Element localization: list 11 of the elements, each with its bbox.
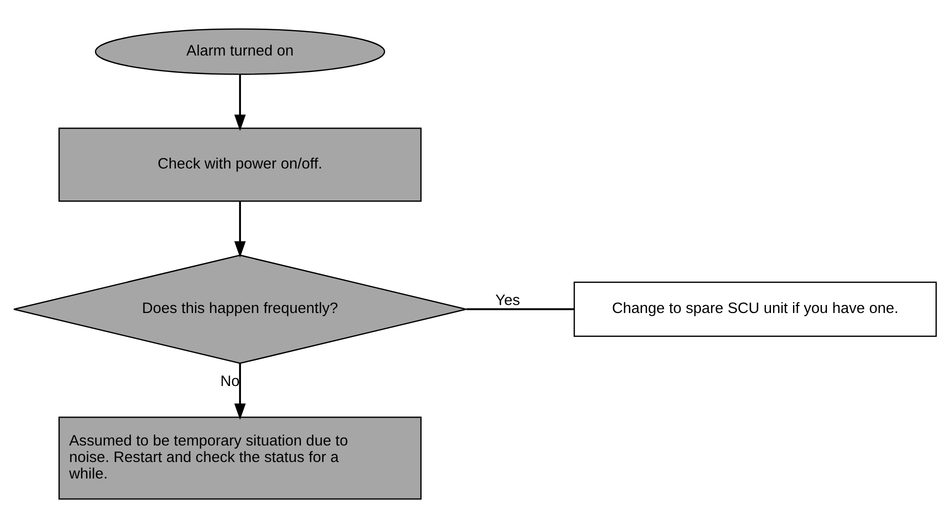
edge-label: Yes: [495, 292, 520, 309]
node-ellipse: Alarm turned on: [94, 28, 386, 75]
connector: [466, 308, 574, 310]
arrow: [234, 74, 246, 132]
node-diamond: Does this happen frequently?: [13, 254, 467, 364]
node-box: Check with power on/off.: [58, 128, 422, 202]
arrow: [234, 201, 246, 258]
arrow: [234, 363, 246, 420]
node-box: Assumed to be temporary situation due to noise. Restart and check the status for a while.: [58, 416, 422, 500]
node-box: Change to spare SCU unit if you have one.: [574, 282, 937, 337]
edge-label: No: [220, 372, 240, 390]
